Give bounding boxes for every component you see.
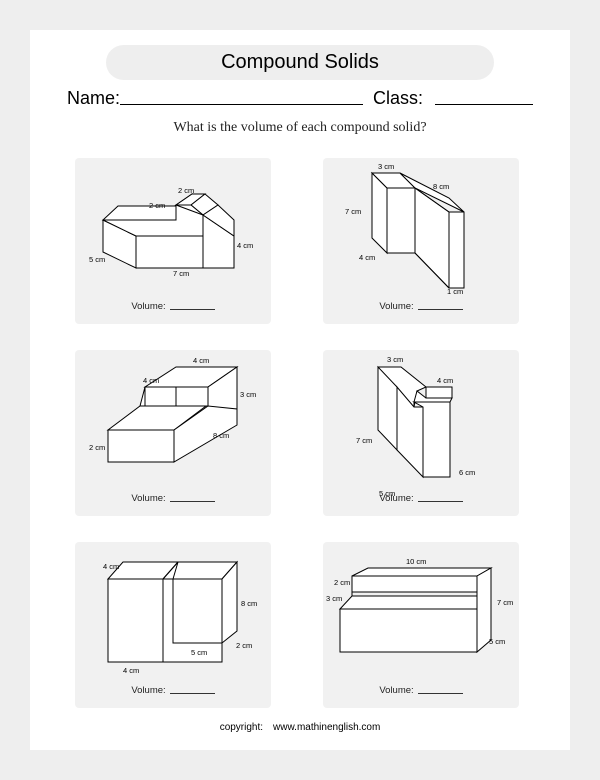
volume-blank — [417, 693, 463, 694]
volume-blank — [169, 693, 215, 694]
solid-6-label-length: 10 cm — [406, 557, 426, 566]
class-line — [435, 104, 533, 105]
solid-4-label-top: 3 cm — [387, 355, 403, 364]
worksheet-title: Compound Solids — [106, 45, 494, 80]
solid-card-4: 3 cm 4 cm 7 cm 6 cm 5 cm Volume: — [323, 350, 519, 516]
solid-4-label-step: 4 cm — [437, 376, 453, 385]
compound-solid-3-drawing: 4 cm 4 cm 3 cm 2 cm 8 cm — [89, 356, 256, 463]
solid-6-label-height: 7 cm — [497, 598, 513, 607]
solid-2-label-height: 7 cm — [345, 207, 361, 216]
volume-label: Volume: — [131, 301, 166, 312]
compound-solid-2-drawing: 3 cm 8 cm 7 cm 4 cm 1 cm — [345, 162, 465, 296]
solid-1-label-height-right: 4 cm — [237, 241, 253, 250]
compound-solid-1-drawing: 2 cm 2 cm 4 cm 5 cm 7 cm — [89, 186, 253, 278]
solid-2-label-width-bottom: 4 cm — [359, 253, 375, 262]
volume-blank — [169, 501, 215, 502]
solid-4-label-height: 7 cm — [356, 436, 372, 445]
solid-3-label-top-left: 4 cm — [143, 376, 159, 385]
solid-6-label-step: 3 cm — [326, 594, 342, 603]
compound-solid-6-drawing: 10 cm 2 cm 3 cm 7 cm 5 cm — [326, 557, 513, 654]
compound-solid-5-drawing: 4 cm 8 cm 4 cm 5 cm 2 cm — [103, 560, 257, 675]
solid-card-2: 3 cm 8 cm 7 cm 4 cm 1 cm Volume: — [323, 158, 519, 324]
solid-card-5: 4 cm 8 cm 4 cm 5 cm 2 cm Volume: — [75, 542, 271, 708]
volume-label: Volume: — [379, 685, 414, 696]
solid-3-label-depth: 8 cm — [213, 431, 229, 440]
volume-label: Volume: — [379, 493, 414, 504]
worksheet-page: Compound Solids Name: Class: What is the… — [30, 30, 570, 750]
solid-5-label-top-left: 4 cm — [103, 562, 119, 571]
copyright-footer: copyright: www.mathinenglish.com — [30, 722, 570, 733]
solid-2-label-thickness: 1 cm — [447, 287, 463, 296]
solid-3-label-height-left: 2 cm — [89, 443, 105, 452]
volume-field-5: Volume: — [75, 685, 271, 696]
volume-blank — [169, 309, 215, 310]
solid-card-1: 2 cm 2 cm 4 cm 5 cm 7 cm Volume: — [75, 158, 271, 324]
volume-label: Volume: — [379, 301, 414, 312]
question-text: What is the volume of each compound soli… — [173, 120, 427, 135]
solid-3-label-top: 4 cm — [193, 356, 209, 365]
solid-4-label-depth: 5 cm — [379, 489, 395, 498]
class-label: Class: — [373, 88, 424, 108]
volume-blank — [417, 309, 463, 310]
volume-field-4: Volume: — [323, 493, 519, 504]
solid-1-label-top: 2 cm — [178, 186, 194, 195]
solid-card-3: 4 cm 4 cm 3 cm 2 cm 8 cm Volume: — [75, 350, 271, 516]
solid-6-label-top-height: 2 cm — [334, 578, 350, 587]
volume-field-1: Volume: — [75, 301, 271, 312]
volume-field-2: Volume: — [323, 301, 519, 312]
solid-3-label-height-right: 3 cm — [240, 390, 256, 399]
volume-label: Volume: — [131, 493, 166, 504]
solid-5-label-height: 8 cm — [241, 599, 257, 608]
solid-5-label-depth: 2 cm — [236, 641, 252, 650]
name-line — [120, 104, 363, 105]
volume-label: Volume: — [131, 685, 166, 696]
solid-2-label-depth: 8 cm — [433, 182, 449, 191]
copyright-label: copyright: — [219, 722, 264, 733]
volume-field-6: Volume: — [323, 685, 519, 696]
solid-1-label-height-top: 2 cm — [149, 201, 165, 210]
compound-solid-4-drawing: 3 cm 4 cm 7 cm 6 cm 5 cm — [356, 355, 475, 498]
solid-6-label-depth: 5 cm — [489, 637, 505, 646]
solid-1-label-length: 7 cm — [173, 269, 189, 278]
solid-5-label-bottom-left: 4 cm — [123, 666, 139, 675]
solid-2-label-width: 3 cm — [378, 162, 394, 171]
name-label: Name: — [67, 88, 121, 108]
copyright-site: www.mathinenglish.com — [273, 722, 381, 733]
volume-blank — [417, 501, 463, 502]
solid-5-label-middle: 5 cm — [191, 648, 207, 657]
solid-4-label-lower-height: 6 cm — [459, 468, 475, 477]
solid-1-label-depth: 5 cm — [89, 255, 105, 264]
solid-card-6: 10 cm 2 cm 3 cm 7 cm 5 cm Volume: — [323, 542, 519, 708]
volume-field-3: Volume: — [75, 493, 271, 504]
